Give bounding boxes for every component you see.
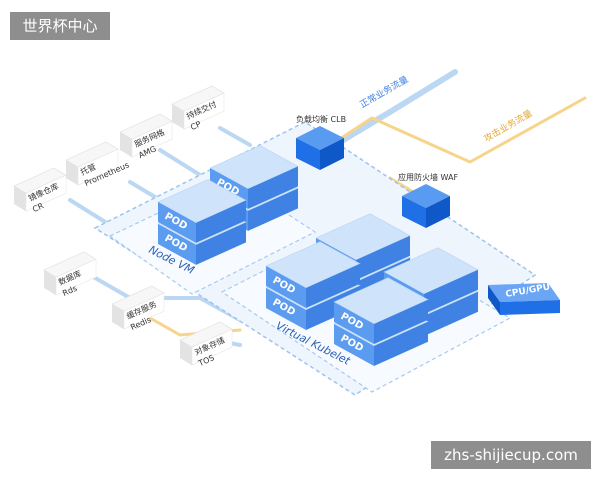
service-code: CP <box>189 119 202 132</box>
pod-block: POD <box>157 179 247 243</box>
service-code: CR <box>31 201 45 214</box>
watermark-bottom-right: zhs-shijiecup.com <box>431 441 591 469</box>
service-link-prom <box>128 180 162 202</box>
waf-label: 应用防火墙 WAF <box>398 172 458 182</box>
waf-cube <box>402 184 450 228</box>
service-link-amg <box>158 148 202 177</box>
pod-block: POD <box>209 145 299 209</box>
attack-traffic-label: 攻击业务流量 <box>482 107 535 144</box>
pods-layer: PODPODPODPODPODPODPODPODPODPODPODPOD <box>157 145 479 366</box>
pod-block: POD <box>265 241 361 308</box>
lb-label: 负载均衡 CLB <box>296 114 346 124</box>
db-link-line <box>88 273 242 322</box>
service-link-cr <box>68 198 112 227</box>
services-layer: 镜像仓库CR托管Prometheus服务网格AMG持续交付CP数据库Rds缓存服… <box>13 85 233 368</box>
service-link-cp <box>218 126 252 147</box>
cpu-gpu-block <box>488 283 560 315</box>
watermark-top-left: 世界杯中心 <box>10 12 110 40</box>
load-balancer-cube <box>296 126 344 170</box>
pod-block: POD <box>333 277 429 344</box>
